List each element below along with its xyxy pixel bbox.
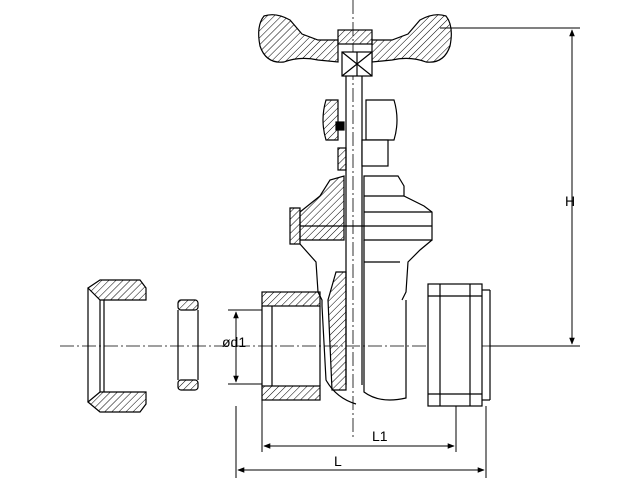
dimension-h-label: H	[565, 193, 575, 209]
dimension-l1	[261, 400, 457, 452]
packing-nut	[322, 99, 398, 171]
handwheel	[258, 14, 452, 77]
dimension-l1-label: L1	[372, 428, 388, 444]
dimension-d1	[228, 309, 262, 385]
gate-wedge	[327, 271, 347, 391]
compression-nut	[427, 283, 491, 407]
valve-body	[299, 239, 433, 405]
loose-compression-nut	[87, 279, 147, 413]
left-port	[261, 291, 321, 401]
dimension-h	[440, 27, 580, 347]
dimension-l	[235, 406, 487, 478]
dimension-d1-label: ød1	[222, 334, 246, 350]
dimension-l-label: L	[334, 453, 342, 469]
bonnet	[289, 175, 433, 245]
olive-ring	[177, 299, 199, 391]
valve-stem	[345, 76, 363, 385]
